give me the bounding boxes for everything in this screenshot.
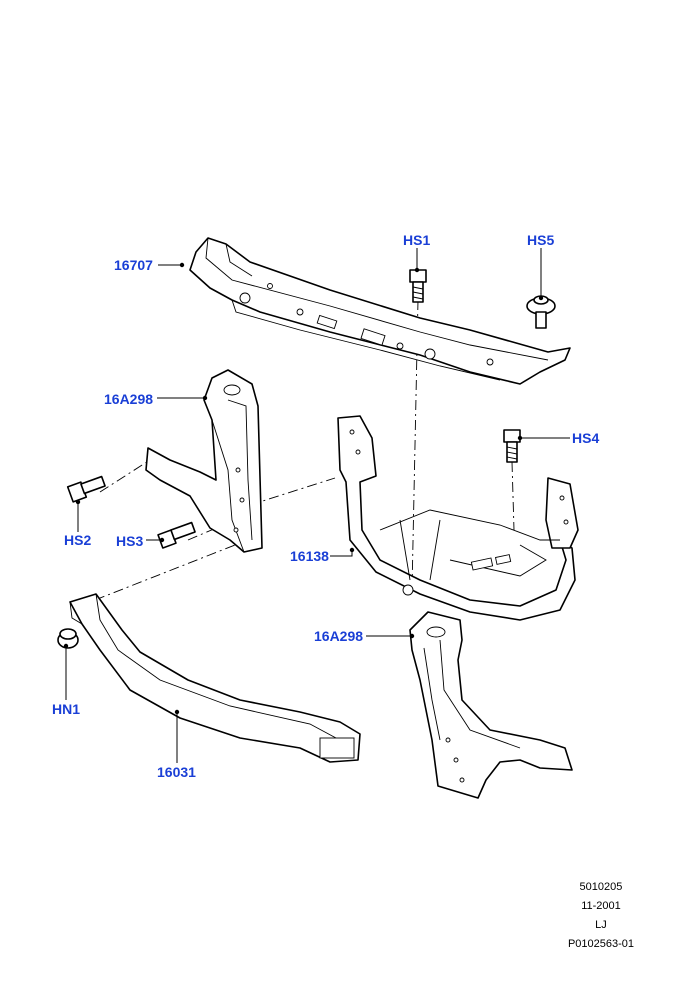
callout-16031[interactable]: 16031 [157, 764, 196, 780]
illustration-reference-block: 5010205 11-2001 LJ P0102563-01 [568, 878, 634, 954]
callout-16707[interactable]: 16707 [114, 257, 153, 273]
bracket-16a298-upper[interactable] [145, 369, 263, 553]
callout-hs5[interactable]: HS5 [527, 232, 554, 248]
callout-16a298-upper[interactable]: 16A298 [104, 391, 153, 407]
callout-labels: 16707 HS1 HS5 16A298 HS4 HS2 HS3 16138 1… [52, 232, 599, 780]
nut-hn1[interactable] [57, 628, 79, 649]
callout-hs3[interactable]: HS3 [116, 533, 143, 549]
callout-hs1[interactable]: HS1 [403, 232, 430, 248]
leader-lines [63, 248, 570, 763]
frame-16138[interactable] [337, 415, 579, 621]
bolt-hs2[interactable] [66, 475, 106, 503]
callout-hs2[interactable]: HS2 [64, 532, 91, 548]
reference-date: 11-2001 [581, 900, 621, 912]
stud-hs5[interactable] [526, 295, 556, 329]
upper-crossmember-16707[interactable] [189, 237, 571, 385]
callout-16a298-lower[interactable]: 16A298 [314, 628, 363, 644]
callout-16138[interactable]: 16138 [290, 548, 329, 564]
bracket-16a298-lower[interactable] [409, 611, 573, 799]
reference-initials: LJ [595, 919, 607, 931]
callout-hn1[interactable]: HN1 [52, 701, 80, 717]
bolt-hs1[interactable] [409, 269, 427, 303]
reference-code: 5010205 [579, 881, 623, 893]
bolt-hs3[interactable] [157, 521, 196, 549]
rail-16031[interactable] [69, 593, 361, 763]
reference-illustration-id: P0102563-01 [567, 938, 634, 950]
callout-hs4[interactable]: HS4 [572, 430, 599, 446]
bolt-hs4[interactable] [503, 429, 521, 463]
